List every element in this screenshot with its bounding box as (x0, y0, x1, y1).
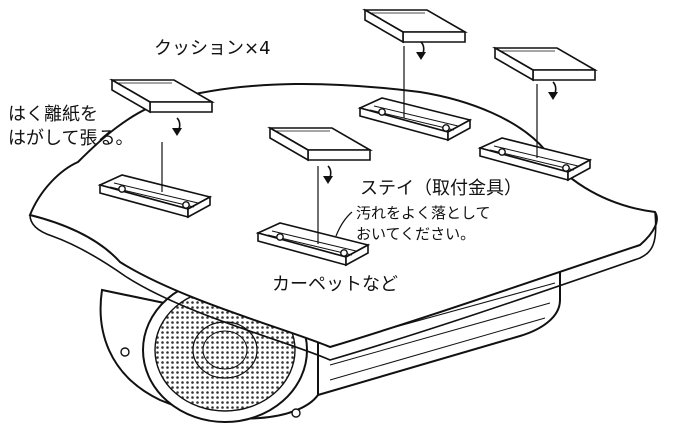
carpet-label: カーペットなど (272, 274, 398, 295)
cushion-right (494, 47, 596, 81)
stay-note-line1: 汚れをよく落として (356, 204, 491, 222)
cushion-back (364, 9, 466, 43)
peel-instruction-line1: はく離紙を (8, 104, 98, 125)
stay-label: ステイ（取付金具） (360, 178, 522, 199)
cushion-label: クッション×4 (154, 38, 271, 59)
stay-note-line2: おいてください。 (356, 225, 476, 243)
peel-instruction-line2: はがして張る。 (8, 128, 134, 149)
cushion-left (111, 79, 213, 113)
